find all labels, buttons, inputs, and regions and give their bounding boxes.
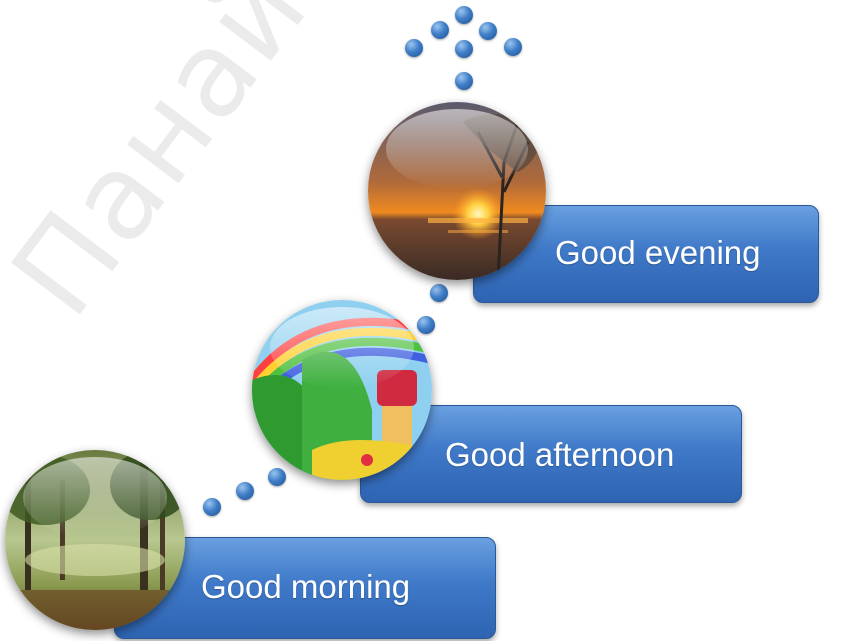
dot	[455, 72, 473, 90]
sunset-photo	[368, 102, 546, 280]
good-evening-label: Good evening	[555, 234, 761, 271]
dot	[203, 498, 221, 516]
dot	[405, 39, 423, 57]
dot	[236, 482, 254, 500]
forest-photo	[5, 450, 185, 630]
dot	[268, 468, 286, 486]
dot	[504, 38, 522, 56]
good-morning-box	[114, 537, 496, 639]
dot	[430, 284, 448, 302]
good-afternoon-label: Good afternoon	[445, 436, 675, 473]
rainbow-meadow-photo	[252, 300, 432, 480]
dot	[417, 316, 435, 334]
dot	[455, 40, 473, 58]
dot	[479, 22, 497, 40]
dot	[431, 21, 449, 39]
good-morning-label: Good morning	[201, 568, 411, 605]
dot	[455, 6, 473, 24]
